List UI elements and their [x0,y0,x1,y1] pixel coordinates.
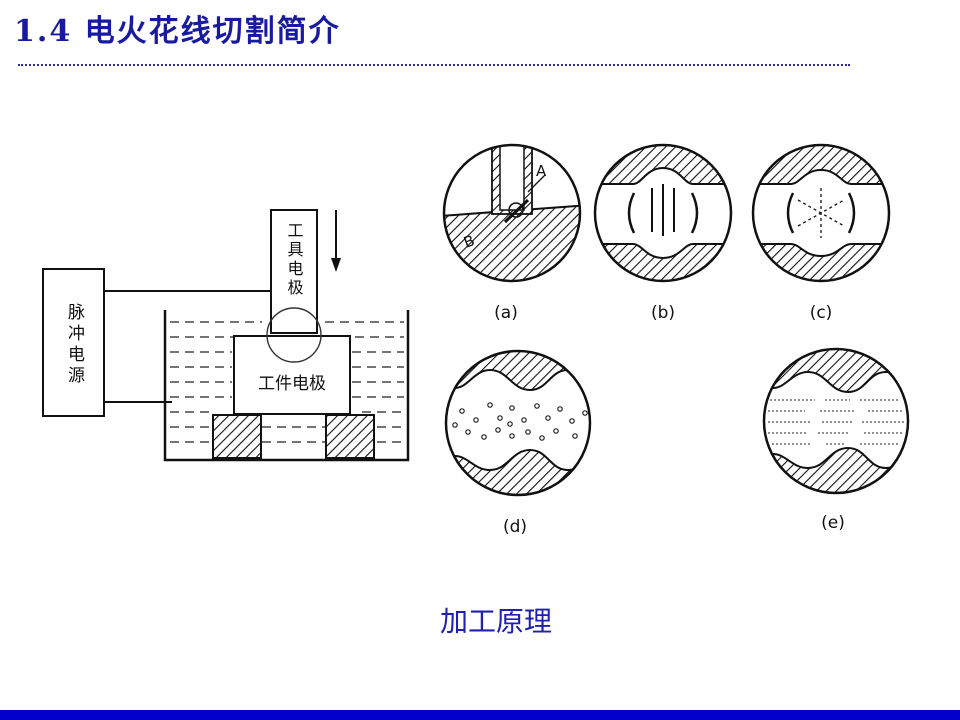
stage-c: (c) [751,143,891,323]
fixture-right [325,414,375,459]
stage-d-label: (d) [503,517,527,537]
stage-e-label: (e) [821,513,845,533]
workpiece-electrode [233,335,351,415]
pulse-power-label: 脉冲电源 [64,303,85,387]
edm-schematic: 脉冲电源 工件电极 工具电极 [42,209,410,462]
feed-direction-arrow [331,210,341,272]
stage-a-mark-a: A [536,162,547,180]
stage-d: (d) [444,349,592,537]
slide-title: 1.4 电火花线切割简介 [14,14,341,49]
dielectric-tank [163,310,410,462]
tool-electrode-label: 工具电极 [285,222,304,298]
stage-e: (e) [762,347,910,533]
spark-gap-highlight [266,307,322,363]
title-divider [18,64,850,66]
stage-b-label: (b) [651,303,675,323]
stage-a-label: (a) [494,303,518,323]
stage-c-label: (c) [810,303,833,323]
workpiece-electrode-label: 工件电极 [258,374,326,394]
dielectric-fluid [170,321,404,443]
fixture-left [212,414,262,459]
diagram-caption: 加工原理 [440,605,553,638]
stage-b: (b) [593,143,733,323]
pulse-power-box [42,268,105,417]
footer-bar [0,710,960,720]
stage-a: A B (a) [442,143,582,323]
